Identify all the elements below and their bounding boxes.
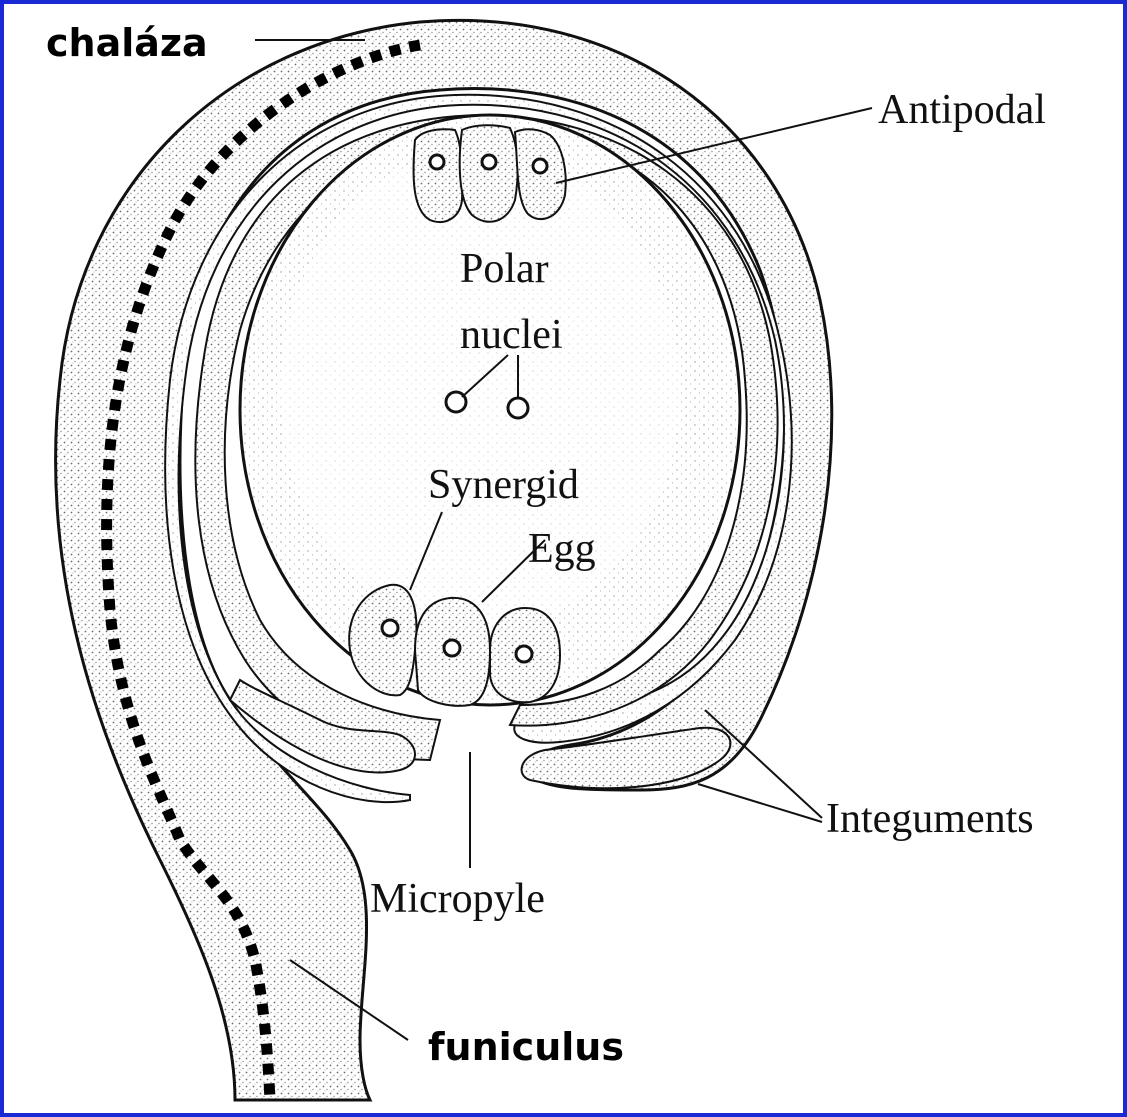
central-cell	[280, 150, 680, 630]
label-funiculus: funiculus	[428, 1025, 624, 1069]
label-polar-line2: nuclei	[460, 312, 563, 358]
label-egg: Egg	[528, 526, 596, 572]
label-micropyle: Micropyle	[370, 876, 545, 922]
label-chalaza: chaláza	[46, 21, 208, 65]
label-synergid: Synergid	[428, 462, 579, 508]
antipodal-cells	[414, 125, 566, 222]
label-integuments: Integuments	[826, 796, 1034, 842]
label-antipodal: Antipodal	[878, 87, 1046, 133]
integuments-leader-b	[698, 784, 822, 822]
label-polar-line1: Polar	[460, 246, 549, 292]
